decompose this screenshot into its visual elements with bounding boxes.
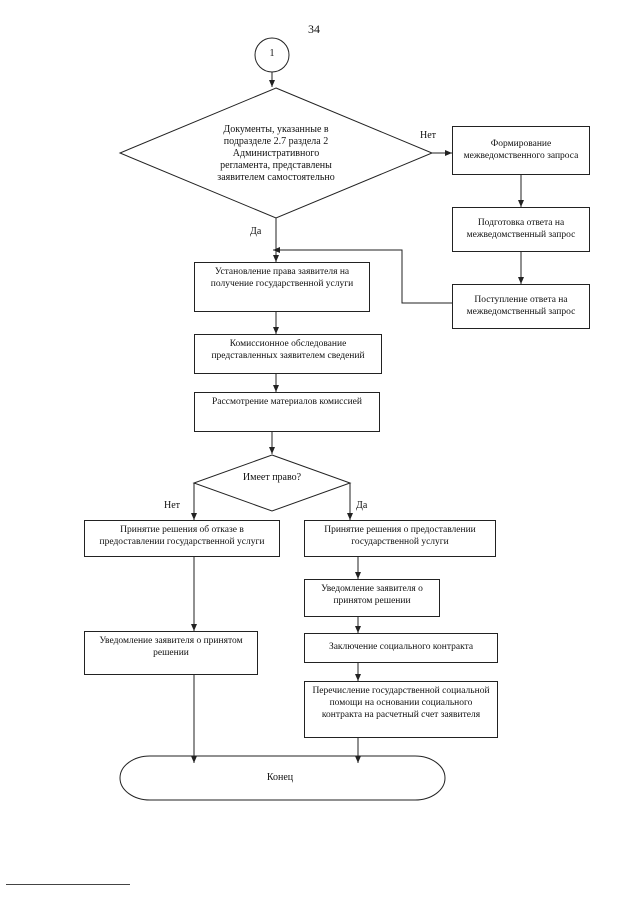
- refusal-decision-box: Принятие решения об отказе в предоставле…: [84, 520, 280, 557]
- arrow-receive-back: [273, 247, 452, 304]
- documents-decision-no-label: Нет: [420, 130, 437, 141]
- right-decision-no-label: Нет: [164, 500, 181, 511]
- receive-answer-box: Поступление ответа на межведомственный з…: [452, 284, 590, 329]
- left-notify-box: Уведомление заявителя о принятом решении: [84, 631, 258, 675]
- right-decision-diamond: [192, 454, 352, 512]
- end-terminal-shape: [119, 755, 446, 801]
- form-request-box: Формирование межведомственного запроса: [452, 126, 590, 175]
- end-terminal-label: Конец: [266, 772, 294, 783]
- review-materials-box: Рассмотрение материалов комиссией: [194, 392, 380, 432]
- social-contract-box: Заключение социального контракта: [304, 633, 498, 663]
- right-decision-text: Имеет право?: [242, 472, 302, 483]
- commission-survey-box: Комиссионное обследование представленных…: [194, 334, 382, 374]
- establish-right-box: Установление права заявителя на получени…: [194, 262, 370, 312]
- footnote-divider: [6, 884, 130, 885]
- prepare-answer-box: Подготовка ответа на межведомственный за…: [452, 207, 590, 252]
- grant-decision-box: Принятие решения о предоставлении госуда…: [304, 520, 496, 557]
- start-connector-label: 1: [269, 48, 275, 59]
- documents-decision-text: Документы, указанные в подразделе 2.7 ра…: [217, 124, 335, 183]
- right-decision-yes-label: Да: [356, 500, 368, 511]
- right-notify-box: Уведомление заявителя о принятом решении: [304, 579, 440, 617]
- documents-decision-yes-label: Да: [250, 226, 262, 237]
- transfer-assistance-box: Перечисление государственной социальной …: [304, 681, 498, 738]
- page-number: 34: [308, 22, 320, 36]
